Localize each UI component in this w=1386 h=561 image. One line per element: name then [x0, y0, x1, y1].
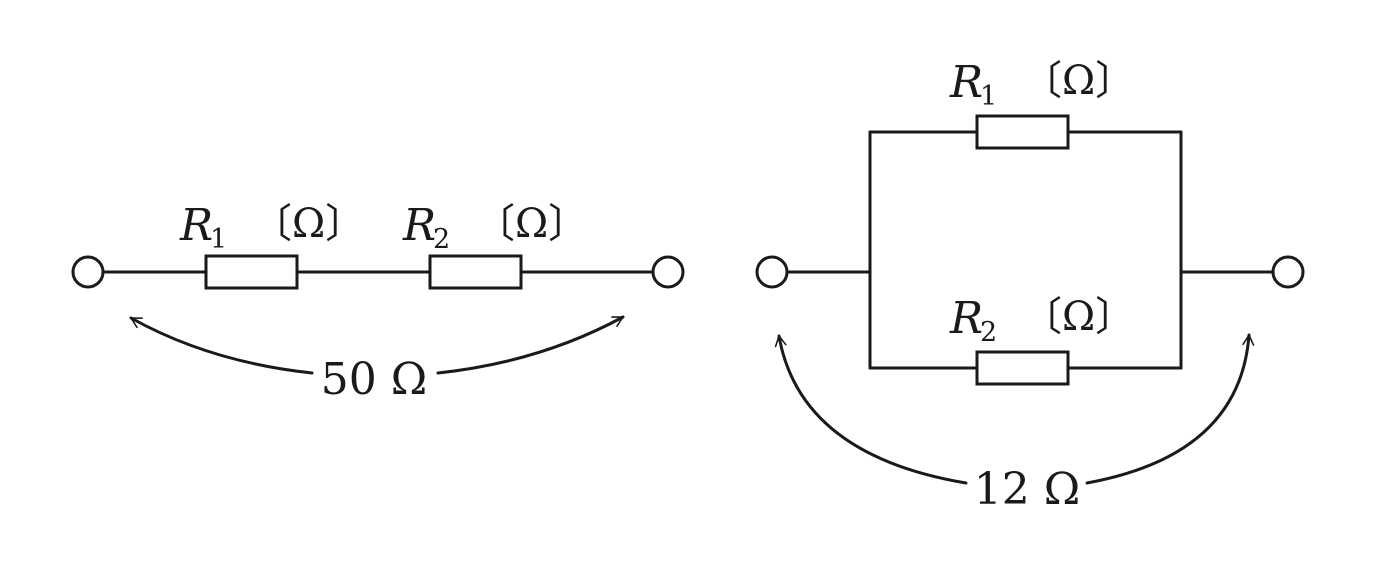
series-resistor-r2 [428, 254, 523, 290]
parallel-label-r2: R 2 〔Ω〕 [949, 293, 1135, 348]
parallel-resistor-r2 [975, 350, 1070, 386]
parallel-circuit: R 1 〔Ω〕 R 2 〔Ω〕 12 Ω [755, 57, 1305, 515]
parallel-resistor-r1 [975, 114, 1070, 150]
parallel-terminal-left [755, 255, 789, 289]
parallel-r1-symbol: R [949, 57, 983, 108]
parallel-terminal-right [1271, 255, 1305, 289]
series-r2-symbol: R [402, 200, 436, 251]
series-resistor-r1 [204, 254, 299, 290]
series-label-r2: R 2 〔Ω〕 [402, 200, 588, 255]
parallel-arc-left [774, 334, 968, 485]
series-r1-subscript: 1 [210, 224, 227, 255]
series-r2-subscript: 2 [433, 224, 450, 255]
parallel-r1-subscript: 1 [980, 81, 997, 112]
series-r2-unit: 〔Ω〕 [475, 201, 588, 247]
series-arc-right [436, 315, 625, 375]
parallel-r2-unit: 〔Ω〕 [1022, 294, 1135, 340]
parallel-r2-symbol: R [949, 293, 983, 344]
series-total-resistance: 50 Ω [321, 354, 427, 405]
parallel-label-r1: R 1 〔Ω〕 [949, 57, 1135, 112]
parallel-arc-right [1085, 333, 1255, 485]
series-terminal-left [71, 255, 105, 289]
parallel-total-resistance: 12 Ω [974, 464, 1080, 515]
series-terminal-right [651, 255, 685, 289]
series-arc-left [129, 316, 314, 375]
parallel-r2-subscript: 2 [980, 317, 997, 348]
series-r1-symbol: R [179, 200, 213, 251]
series-r1-unit: 〔Ω〕 [252, 201, 365, 247]
parallel-r1-unit: 〔Ω〕 [1022, 58, 1135, 104]
series-circuit: R 1 〔Ω〕 R 2 〔Ω〕 50 Ω [71, 200, 685, 405]
series-label-r1: R 1 〔Ω〕 [179, 200, 365, 255]
